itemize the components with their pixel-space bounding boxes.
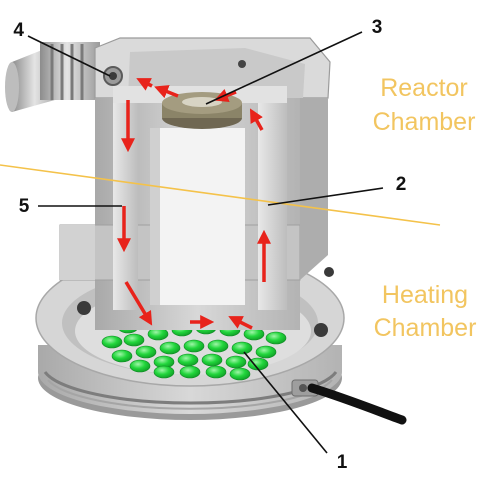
heating-label-line1: Heating: [382, 281, 468, 309]
catalyst-bead: [225, 355, 247, 369]
catalyst-bead: [123, 333, 145, 347]
base-bolt-rear: [324, 267, 334, 277]
chamber-divider-line: [0, 164, 441, 226]
catalyst-bead: [129, 359, 151, 373]
callout-2: 2: [396, 174, 407, 195]
heating-label-line2: Chamber: [374, 314, 477, 342]
callout-5: 5: [19, 196, 30, 217]
catalyst-bead: [135, 345, 157, 359]
catalyst-bead: [265, 331, 287, 345]
catalyst-bead: [255, 345, 277, 359]
leader-lines: [27, 31, 384, 454]
catalyst-bead: [111, 349, 133, 363]
callout-3: 3: [372, 17, 383, 38]
base-bolt-front: [77, 301, 91, 315]
reactor-label-line2: Chamber: [373, 108, 476, 136]
reactor-label-line1: Reactor: [380, 74, 468, 102]
callout-1: 1: [337, 452, 348, 473]
catalyst-disc: [162, 92, 242, 129]
base-bolt-right: [314, 323, 328, 337]
catalyst-bead: [177, 353, 199, 367]
catalyst-bead: [159, 341, 181, 355]
catalyst-bead: [179, 365, 201, 379]
catalyst-bead: [231, 341, 253, 355]
heater-handle: [291, 379, 407, 425]
catalyst-bead: [183, 339, 205, 353]
catalyst-bead: [101, 335, 123, 349]
catalyst-bead: [207, 339, 229, 353]
catalyst-bead: [201, 353, 223, 367]
catalyst-bead: [229, 367, 251, 381]
catalyst-bead: [153, 365, 175, 379]
catalyst-bead: [205, 365, 227, 379]
callout-4: 4: [13, 20, 24, 41]
